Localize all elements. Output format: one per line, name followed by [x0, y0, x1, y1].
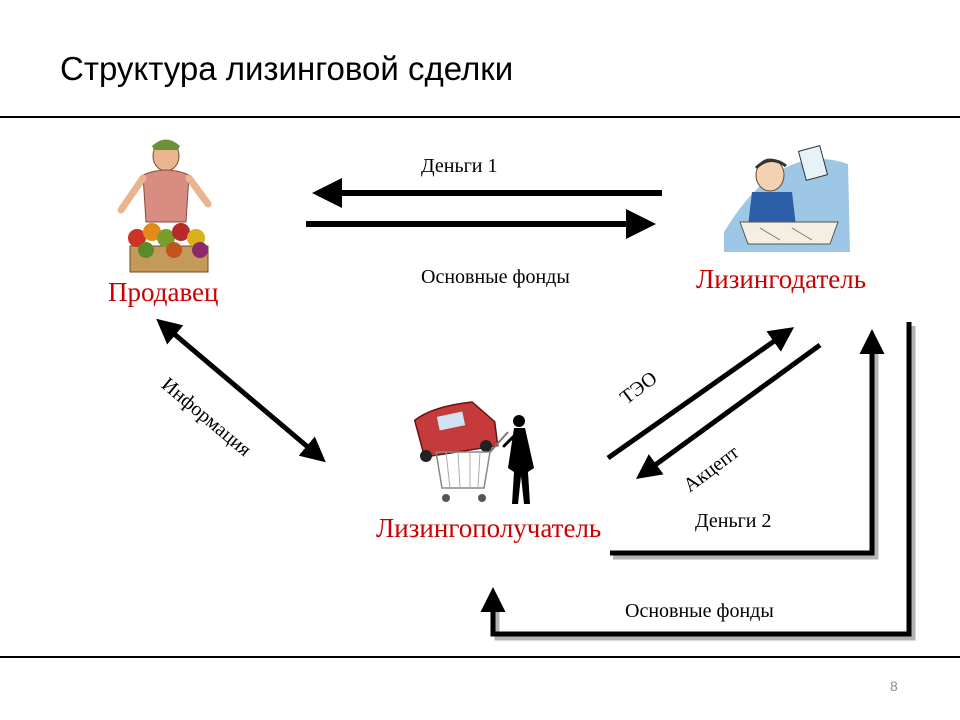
- money2-label: Деньги 2: [695, 510, 772, 532]
- teo-arrow: [606, 327, 795, 461]
- accept-arrow: [635, 342, 822, 479]
- page-number: 8: [890, 678, 898, 694]
- fixed-assets-top-label: Основные фонды: [421, 266, 570, 288]
- money2-arrow: [610, 329, 885, 556]
- fixed-assets-bottom-label: Основные фонды: [625, 600, 774, 622]
- fixed-assets-bottom-arrow: [480, 322, 912, 637]
- title-divider: [0, 116, 960, 118]
- lessee-illustration-icon: [413, 401, 534, 504]
- arrow-shadows: [494, 326, 916, 641]
- money1-label: Деньги 1: [421, 155, 498, 177]
- lessor-label: Лизингодатель: [696, 264, 867, 294]
- footer-divider: [0, 656, 960, 658]
- lessor-illustration-icon: [724, 145, 850, 252]
- seller-illustration-icon: [117, 139, 212, 273]
- information-arrow: [156, 318, 326, 463]
- slide-title: Структура лизинговой сделки: [60, 50, 514, 87]
- seller-label: Продавец: [108, 277, 219, 307]
- lessee-label: Лизингополучатель: [376, 513, 602, 543]
